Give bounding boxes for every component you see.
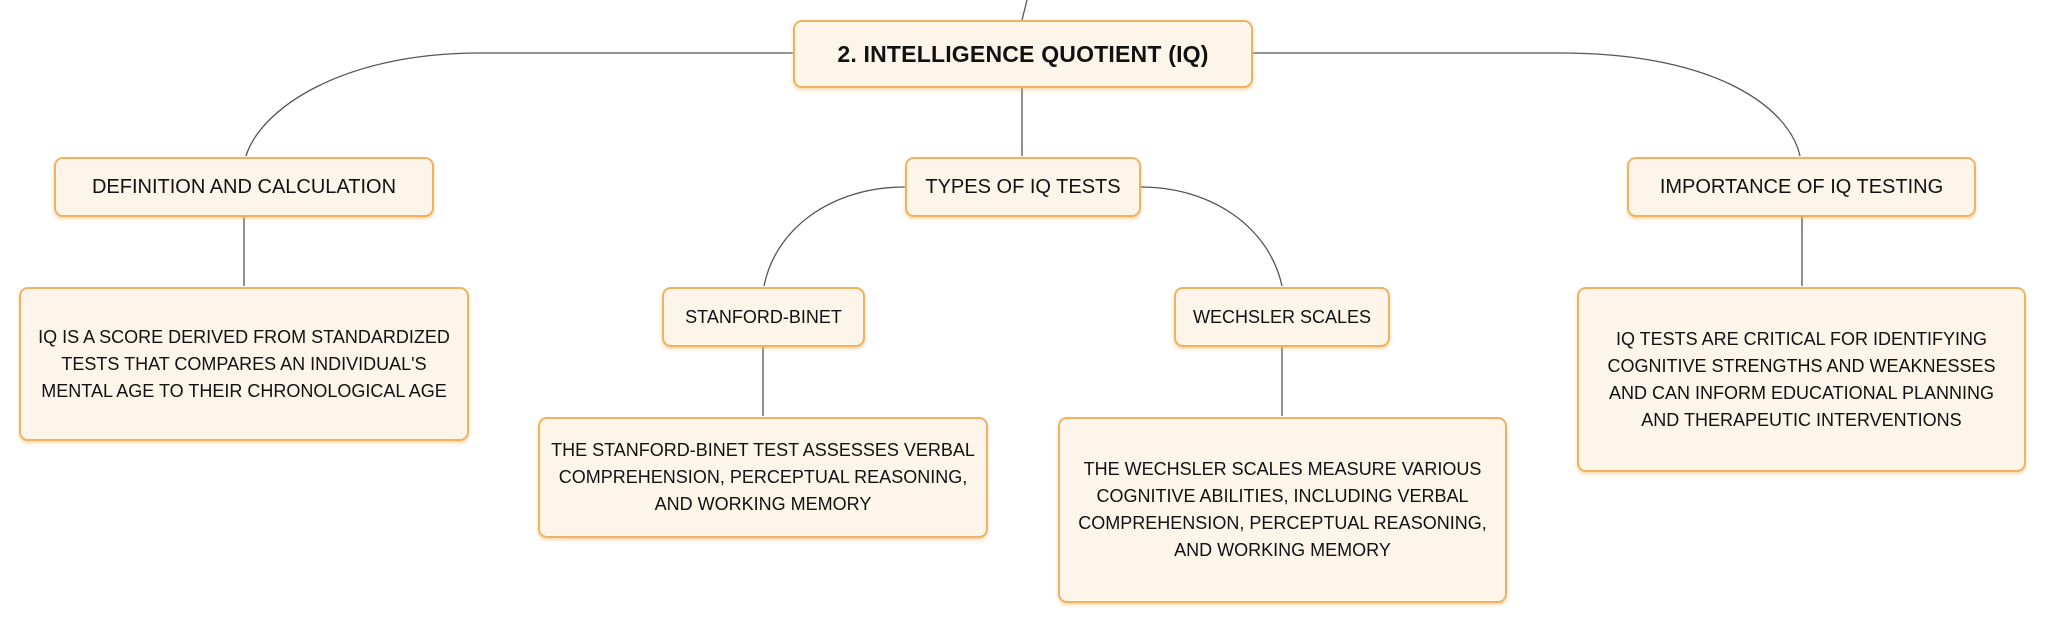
types-node-label: TYPES OF IQ TESTS (925, 175, 1121, 198)
importance-detail-text: IQ TESTS ARE CRITICAL FOR IDENTIFYING CO… (1607, 328, 1996, 430)
wechsler-scales-node[interactable]: WECHSLER SCALES (1174, 287, 1390, 347)
definition-detail-node[interactable]: IQ IS A SCORE DERIVED FROM STANDARDIZED … (19, 287, 469, 441)
types-node[interactable]: TYPES OF IQ TESTS (905, 157, 1141, 217)
wechsler-scales-detail-text: THE WECHSLER SCALES MEASURE VARIOUS COGN… (1078, 459, 1487, 560)
connector-types-to-wechsler (1139, 186, 1283, 287)
root-node-label: 2. INTELLIGENCE QUOTIENT (IQ) (837, 40, 1209, 67)
wechsler-scales-label: WECHSLER SCALES (1192, 306, 1372, 327)
definition-node-label: DEFINITION AND CALCULATION (91, 175, 397, 198)
definition-detail-text: IQ IS A SCORE DERIVED FROM STANDARDIZED … (38, 326, 450, 401)
connector-root-to-importance (1251, 52, 1801, 157)
importance-node-label: IMPORTANCE OF IQ TESTING (1659, 175, 1944, 198)
importance-node[interactable]: IMPORTANCE OF IQ TESTING (1627, 157, 1976, 217)
connector-parent-to-root (1021, 0, 1028, 21)
importance-detail-node[interactable]: IQ TESTS ARE CRITICAL FOR IDENTIFYING CO… (1577, 287, 2026, 472)
wechsler-scales-detail-node[interactable]: THE WECHSLER SCALES MEASURE VARIOUS COGN… (1058, 417, 1507, 603)
definition-node[interactable]: DEFINITION AND CALCULATION (54, 157, 434, 217)
stanford-binet-label: STANFORD-BINET (685, 306, 842, 327)
connector-types-to-stanford (763, 186, 906, 287)
stanford-binet-detail-node[interactable]: THE STANFORD-BINET TEST ASSESSES VERBAL … (538, 417, 988, 538)
stanford-binet-node[interactable]: STANFORD-BINET (662, 287, 865, 347)
stanford-binet-detail-text: THE STANFORD-BINET TEST ASSESSES VERBAL … (551, 440, 975, 514)
connector-root-to-definition (245, 52, 793, 157)
root-node[interactable]: 2. INTELLIGENCE QUOTIENT (IQ) (793, 20, 1253, 88)
